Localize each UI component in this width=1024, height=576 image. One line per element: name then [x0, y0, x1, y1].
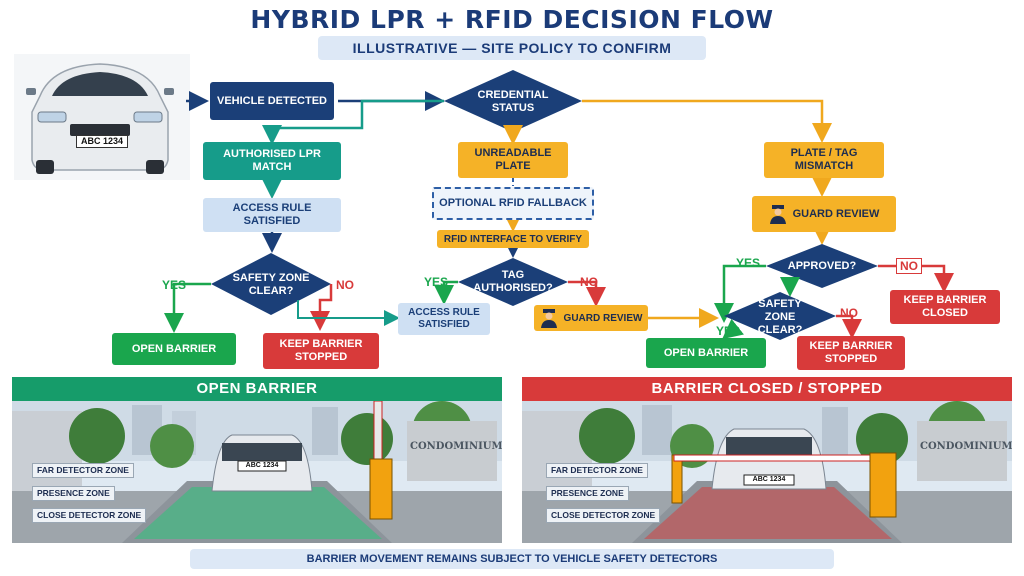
barrier-closed-banner: BARRIER CLOSED / STOPPED	[522, 377, 1012, 401]
close-detector-zone-right: CLOSE DETECTOR ZONE	[546, 508, 661, 523]
rfid-interface-node: RFID INTERFACE TO VERIFY	[437, 230, 589, 248]
no-label-right-bottom: NO	[840, 306, 858, 320]
open-barrier-right-node: OPEN BARRIER	[646, 338, 766, 368]
yes-label-mid: YES	[424, 275, 449, 289]
yes-label-right-bottom: YES	[716, 324, 741, 338]
credential-status-label: CREDENTIAL STATUS	[477, 89, 549, 114]
guard-review-mid-label: GUARD REVIEW	[563, 312, 643, 324]
keep-barrier-stopped-right-node: KEEP BARRIER STOPPED	[797, 336, 905, 370]
access-rule-mid-node: ACCESS RULE SATISFIED	[398, 303, 490, 335]
vehicle-detected-node: VEHICLE DETECTED	[210, 82, 334, 120]
authorised-lpr-node: AUTHORISED LPR MATCH	[203, 142, 341, 180]
safety-zone-right-diamond	[724, 292, 836, 340]
open-scene-plate: ABC 1234	[245, 462, 279, 469]
credential-status-diamond	[444, 70, 582, 132]
close-detector-zone-left: CLOSE DETECTOR ZONE	[32, 508, 147, 523]
unreadable-plate-node: UNREADABLE PLATE	[458, 142, 568, 178]
page-title: HYBRID LPR + RFID DECISION FLOW	[250, 5, 774, 34]
guard-review-right-label: GUARD REVIEW	[792, 207, 880, 220]
condominium-sign-left: CONDOMINIUM	[410, 441, 502, 452]
presence-zone-right: PRESENCE ZONE	[546, 486, 629, 501]
no-label-mid: NO	[580, 275, 598, 289]
far-detector-zone-right: FAR DETECTOR ZONE	[546, 463, 648, 478]
guard-review-mid-node: GUARD REVIEW	[534, 305, 648, 331]
no-label-right-top: NO	[896, 258, 922, 274]
access-rule-left-node: ACCESS RULE SATISFIED	[203, 198, 341, 232]
open-barrier-left-node: OPEN BARRIER	[112, 333, 236, 365]
safety-zone-left-diamond	[211, 253, 331, 315]
yes-label-right-top: YES	[736, 256, 761, 270]
far-detector-zone-left: FAR DETECTOR ZONE	[32, 463, 134, 478]
open-barrier-scene: CONDOMINIUM ABC 1234 FAR DETECTOR ZONE P…	[12, 401, 502, 543]
closed-scene-illustration	[522, 401, 1012, 543]
closed-scene-plate: ABC 1234	[752, 476, 786, 483]
open-scene-illustration	[12, 401, 502, 543]
safety-zone-left-label: SAFETY ZONE CLEAR?	[232, 272, 310, 297]
keep-barrier-stopped-left-node: KEEP BARRIER STOPPED	[263, 333, 379, 369]
license-plate: ABC 1234	[76, 135, 128, 148]
keep-barrier-closed-node: KEEP BARRIER CLOSED	[890, 290, 1000, 324]
vehicle-illustration	[14, 54, 190, 180]
barrier-closed-scene: CONDOMINIUM ABC 1234 FAR DETECTOR ZONE P…	[522, 401, 1012, 543]
open-barrier-banner: OPEN BARRIER	[12, 377, 502, 401]
yes-label-left: YES	[162, 278, 187, 292]
condominium-sign-right: CONDOMINIUM	[920, 441, 1012, 452]
no-label-left: NO	[336, 278, 354, 292]
plate-tag-mismatch-node: PLATE / TAG MISMATCH	[764, 142, 884, 178]
guard-review-right-node: GUARD REVIEW	[752, 196, 896, 232]
presence-zone-left: PRESENCE ZONE	[32, 486, 115, 501]
optional-rfid-node: OPTIONAL RFID FALLBACK	[432, 187, 594, 220]
footer-note: BARRIER MOVEMENT REMAINS SUBJECT TO VEHI…	[190, 549, 834, 569]
page-subtitle: ILLUSTRATIVE — SITE POLICY TO CONFIRM	[318, 36, 706, 60]
guard-icon	[769, 205, 786, 224]
tag-authorised-label: TAG AUTHORISED?	[473, 269, 553, 294]
safety-zone-right-label: SAFETY ZONE CLEAR?	[757, 297, 803, 336]
tag-authorised-diamond	[458, 258, 568, 306]
approved-label: APPROVED?	[787, 259, 857, 272]
guard-icon	[540, 309, 557, 328]
